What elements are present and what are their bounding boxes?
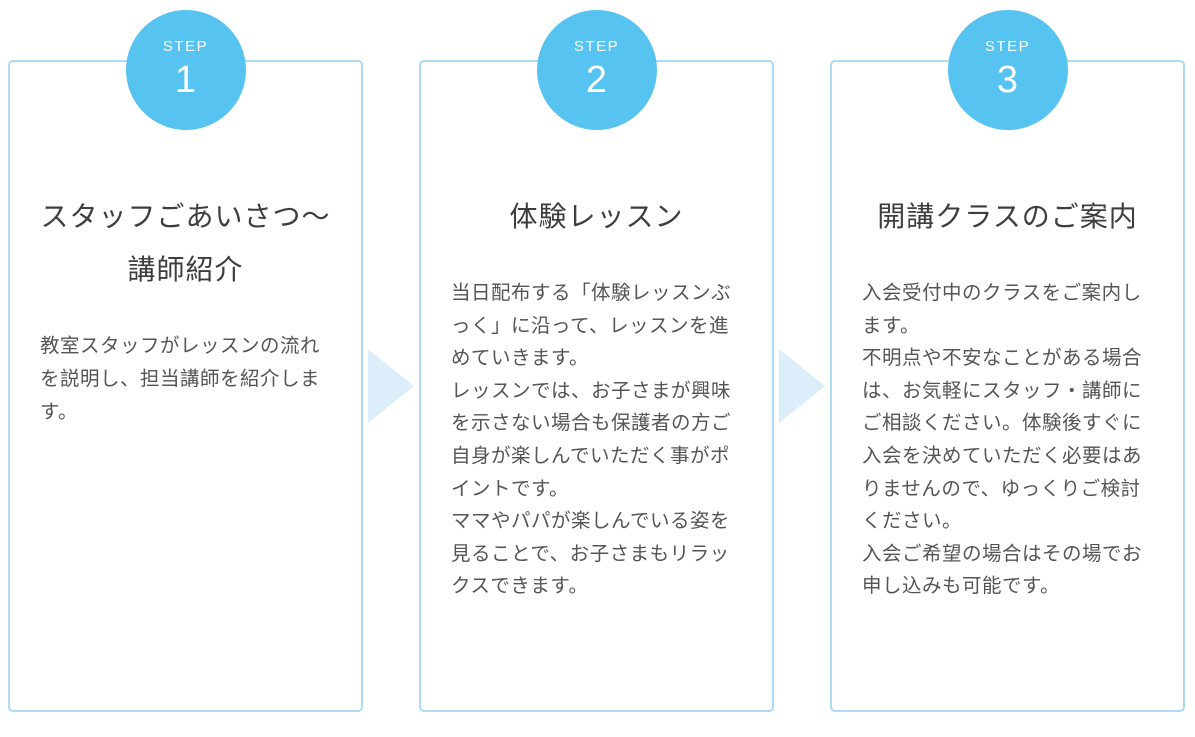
arrow-right-icon [368,349,414,423]
step-3-body: 入会受付中のクラスをご案内します。 不明点や不安なことがある場合は、お気軽にスタ… [862,282,1143,598]
steps-flow: STEP 1 スタッフごあいさつ〜 講師紹介 教室スタッフがレッスンの流れを説明… [8,10,1190,716]
arrow-right-icon [779,349,825,423]
step-1-title: スタッフごあいさつ〜 講師紹介 [40,201,331,286]
step-2-title: 体験レッスン [509,201,684,232]
step-1-badge-number: 1 [174,58,197,101]
step-card-1: STEP 1 スタッフごあいさつ〜 講師紹介 教室スタッフがレッスンの流れを説明… [8,10,368,716]
step-card-2: STEP 2 体験レッスン 当日配布する「体験レッスンぶっく」に沿って、レッスン… [419,10,779,716]
step-1-badge-label: STEP [162,37,209,55]
step-3-badge-label: STEP [984,37,1031,55]
step-2-body: 当日配布する「体験レッスンぶっく」に沿って、レッスンを進めていきます。 レッスン… [451,282,732,598]
step-2-badge-label: STEP [573,37,620,55]
step-2-badge-number: 2 [585,58,608,101]
step-3-badge-number: 3 [996,58,1019,101]
step-2-badge: STEP 2 [536,10,657,130]
step-1-badge: STEP 1 [125,10,246,130]
step-3-badge: STEP 3 [947,10,1068,130]
step-card-3: STEP 3 開講クラスのご案内 入会受付中のクラスをご案内します。 不明点や不… [830,10,1190,716]
step-3-title: 開講クラスのご案内 [877,201,1138,232]
step-1-body: 教室スタッフがレッスンの流れを説明し、担当講師を紹介します。 [40,335,321,423]
